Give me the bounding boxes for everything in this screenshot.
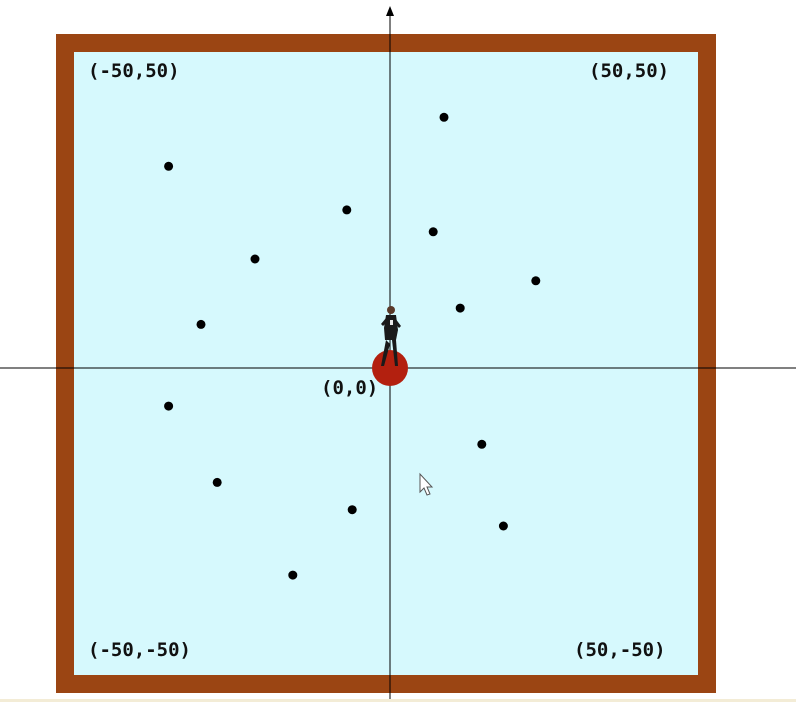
dot-5	[250, 254, 260, 264]
corner-label-bottom-left: (-50,-50)	[88, 639, 191, 661]
dot-10	[477, 439, 487, 449]
dot-1	[439, 112, 449, 122]
dot-2	[164, 161, 174, 171]
player[interactable]	[372, 306, 408, 386]
dots-layer	[164, 112, 541, 580]
bottom-strip	[0, 699, 796, 702]
dot-6	[531, 276, 541, 286]
y-axis-arrow-icon	[386, 6, 394, 16]
corner-label-bottom-right: (50,-50)	[574, 639, 666, 661]
character-sprite-icon	[381, 306, 401, 366]
dot-3	[342, 205, 352, 215]
dot-14	[288, 570, 298, 580]
dot-9	[164, 401, 174, 411]
corner-label-top-right: (50,50)	[589, 60, 670, 82]
player-base	[372, 350, 408, 386]
dot-12	[347, 505, 357, 515]
dot-8	[196, 319, 206, 329]
corner-label-top-left: (-50,50)	[88, 60, 180, 82]
dot-7	[455, 303, 465, 313]
dot-11	[212, 477, 222, 487]
origin-label: (0,0)	[321, 377, 379, 399]
arrow-cursor-icon	[419, 472, 434, 496]
dot-4	[428, 227, 438, 237]
dot-13	[498, 521, 508, 531]
